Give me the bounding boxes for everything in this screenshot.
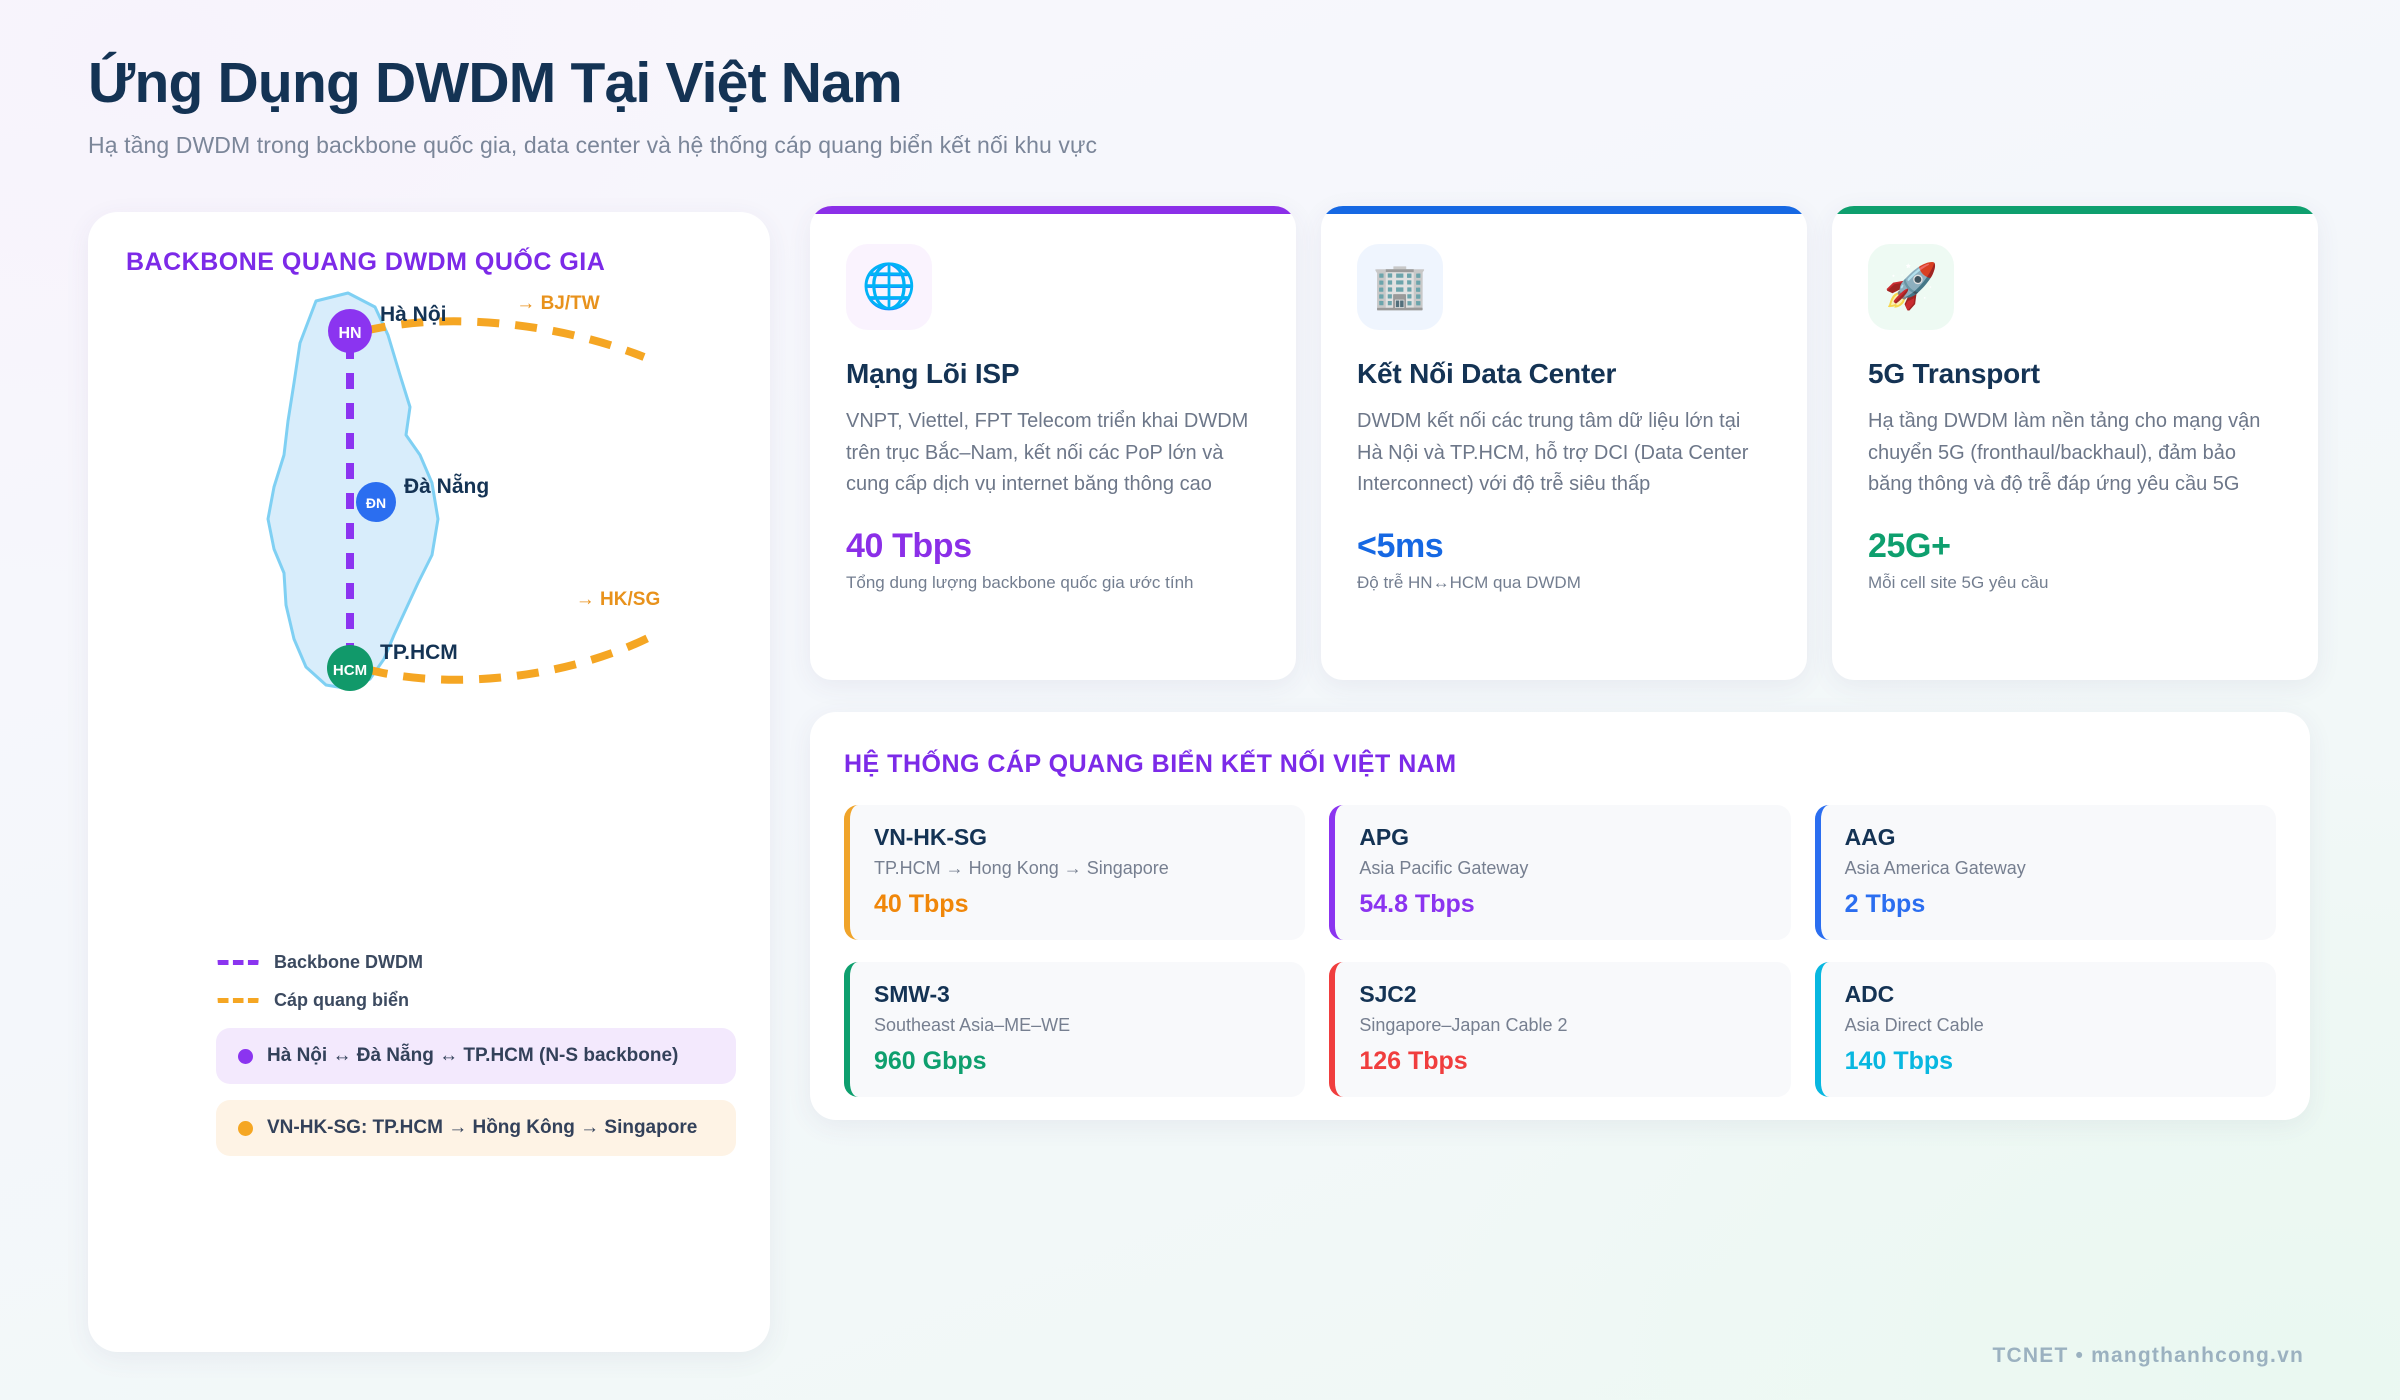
- legend-pill-sea-cable: VN-HK-SG: TP.HCM → Hồng Kông → Singapore: [216, 1100, 736, 1156]
- vietnam-map: HN Hà Nội ĐN Đà Nẵng HCM TP.HCM → BJ/TW …: [88, 287, 770, 707]
- vietnam-map-svg: HN Hà Nội ĐN Đà Nẵng HCM TP.HCM → BJ/TW …: [266, 291, 660, 691]
- feature-card-isp-core[interactable]: 🌐 Mạng Lõi ISP VNPT, Viettel, FPT Teleco…: [810, 206, 1296, 680]
- map-node-hcm-label: TP.HCM: [380, 641, 458, 664]
- legend-pill-sea-cable-label: VN-HK-SG: TP.HCM → Hồng Kông → Singapore: [267, 1117, 698, 1138]
- cable-card[interactable]: SJC2 Singapore–Japan Cable 2 126 Tbps: [1329, 962, 1791, 1097]
- globe-icon: 🌐: [846, 244, 932, 330]
- map-node-hanoi-label: Hà Nội: [380, 303, 447, 326]
- sea-cable-bjtw: [363, 317, 646, 361]
- feature-card-list: 🌐 Mạng Lõi ISP VNPT, Viettel, FPT Teleco…: [810, 206, 2318, 680]
- cable-card[interactable]: ADC Asia Direct Cable 140 Tbps: [1814, 962, 2276, 1097]
- card-description: DWDM kết nối các trung tâm dữ liệu lớn t…: [1357, 410, 1749, 496]
- legend-pill-backbone-label: Hà Nội ↔ Đà Nẵng ↔ TP.HCM (N-S backbone): [267, 1045, 679, 1066]
- cable-name: AAG: [1844, 824, 1896, 850]
- cable-route: Asia Direct Cable: [1844, 1015, 1984, 1035]
- legend-dash-backbone-icon: [216, 960, 260, 965]
- cable-card[interactable]: APG Asia Pacific Gateway 54.8 Tbps: [1329, 805, 1791, 940]
- map-node-hcm[interactable]: [327, 645, 373, 691]
- cable-route: Singapore–Japan Cable 2: [1359, 1015, 1568, 1035]
- legend-pill-backbone: Hà Nội ↔ Đà Nẵng ↔ TP.HCM (N-S backbone): [216, 1028, 736, 1084]
- cable-route: Asia America Gateway: [1844, 858, 2026, 878]
- cable-panel-title: HỆ THỐNG CÁP QUANG BIỂN KẾT NỐI VIỆT NAM: [844, 750, 1457, 778]
- cable-route: Southeast Asia–ME–WE: [874, 1015, 1071, 1035]
- card-stat-label: Độ trễ HN↔HCM qua DWDM: [1357, 572, 1581, 592]
- cable-name: APG: [1359, 824, 1409, 850]
- card-accent-bar: [810, 206, 1296, 214]
- office-building-icon: 🏢: [1357, 244, 1443, 330]
- cable-route: Asia Pacific Gateway: [1359, 858, 1529, 878]
- map-panel-title: BACKBONE QUANG DWDM QUỐC GIA: [126, 248, 606, 276]
- cable-card[interactable]: AAG Asia America Gateway 2 Tbps: [1814, 805, 2276, 940]
- cable-card[interactable]: VN-HK-SG TP.HCM → Hong Kong → Singapore …: [844, 805, 1306, 940]
- cable-capacity: 126 Tbps: [1359, 1047, 1468, 1075]
- card-title: 5G Transport: [1868, 358, 2040, 389]
- legend-label-sea-cable: Cáp quang biển: [274, 990, 409, 1010]
- card-stat-label: Tổng dung lượng backbone quốc gia ước tí…: [846, 572, 1194, 592]
- page-header: Ứng Dụng DWDM Tại Việt Nam Hạ tầng DWDM …: [88, 51, 1098, 159]
- cable-name: ADC: [1844, 981, 1895, 1007]
- map-node-danang-code: ĐN: [366, 495, 386, 511]
- cable-capacity: 2 Tbps: [1844, 890, 1926, 918]
- map-node-hcm-code: HCM: [333, 662, 367, 679]
- card-accent-bar: [1321, 206, 1807, 214]
- cable-capacity: 40 Tbps: [874, 890, 969, 918]
- map-node-hanoi-code: HN: [338, 325, 361, 342]
- cable-name: SMW-3: [874, 981, 950, 1007]
- map-node-danang[interactable]: [356, 482, 396, 522]
- legend-pill-dot-icon: [238, 1120, 253, 1136]
- sea-route-label-bjtw: → BJ/TW: [516, 293, 599, 314]
- map-node-danang-label: Đà Nẵng: [404, 474, 489, 498]
- rocket-icon: 🚀: [1868, 244, 1954, 330]
- page-title: Ứng Dụng DWDM Tại Việt Nam: [88, 51, 903, 115]
- cable-capacity: 54.8 Tbps: [1359, 890, 1475, 918]
- cable-card[interactable]: SMW-3 Southeast Asia–ME–WE 960 Gbps: [844, 962, 1306, 1097]
- legend-row-backbone: Backbone DWDM: [216, 952, 736, 973]
- cable-capacity: 140 Tbps: [1844, 1047, 1954, 1075]
- backbone-map-panel: BACKBONE QUANG DWDM QUỐC GIA HN Hà Nội Đ…: [88, 212, 770, 1352]
- card-accent-bar: [1832, 206, 2318, 214]
- cable-name: VN-HK-SG: [874, 824, 987, 850]
- card-stat-value: 40 Tbps: [846, 526, 972, 565]
- footer-branding: TCNET • mangthanhcong.vn: [1992, 1344, 2304, 1367]
- cable-route: TP.HCM → Hong Kong → Singapore: [874, 858, 1169, 878]
- card-stat-value: <5ms: [1357, 526, 1444, 565]
- card-title: Mạng Lõi ISP: [846, 358, 1020, 389]
- legend-label-backbone: Backbone DWDM: [274, 952, 424, 972]
- cable-capacity: 960 Gbps: [874, 1047, 987, 1075]
- legend-dash-sea-cable-icon: [216, 998, 260, 1003]
- card-stat-value: 25G+: [1868, 526, 1951, 565]
- submarine-cable-panel: HỆ THỐNG CÁP QUANG BIỂN KẾT NỐI VIỆT NAM…: [810, 712, 2310, 1120]
- card-description: VNPT, Viettel, FPT Telecom triển khai DW…: [846, 410, 1249, 496]
- legend-row-sea-cable: Cáp quang biển: [216, 990, 736, 1011]
- card-title: Kết Nối Data Center: [1357, 358, 1617, 389]
- card-description: Hạ tầng DWDM làm nền tảng cho mạng vận c…: [1868, 410, 2261, 496]
- card-stat-label: Mỗi cell site 5G yêu cầu: [1868, 572, 2049, 592]
- page-subtitle: Hạ tầng DWDM trong backbone quốc gia, da…: [88, 131, 1098, 158]
- feature-card-5g-transport[interactable]: 🚀 5G Transport Hạ tầng DWDM làm nền tảng…: [1832, 206, 2318, 680]
- legend-pill-dot-icon: [238, 1048, 253, 1064]
- sea-route-label-hksg: → HK/SG: [576, 589, 660, 610]
- map-legend: Backbone DWDM Cáp quang biển Hà Nội ↔ Đà…: [216, 952, 736, 1156]
- map-node-hanoi[interactable]: [328, 309, 372, 353]
- cable-card-grid: VN-HK-SG TP.HCM → Hong Kong → Singapore …: [844, 805, 2276, 1097]
- cable-name: SJC2: [1359, 981, 1417, 1007]
- feature-card-data-center[interactable]: 🏢 Kết Nối Data Center DWDM kết nối các t…: [1321, 206, 1807, 680]
